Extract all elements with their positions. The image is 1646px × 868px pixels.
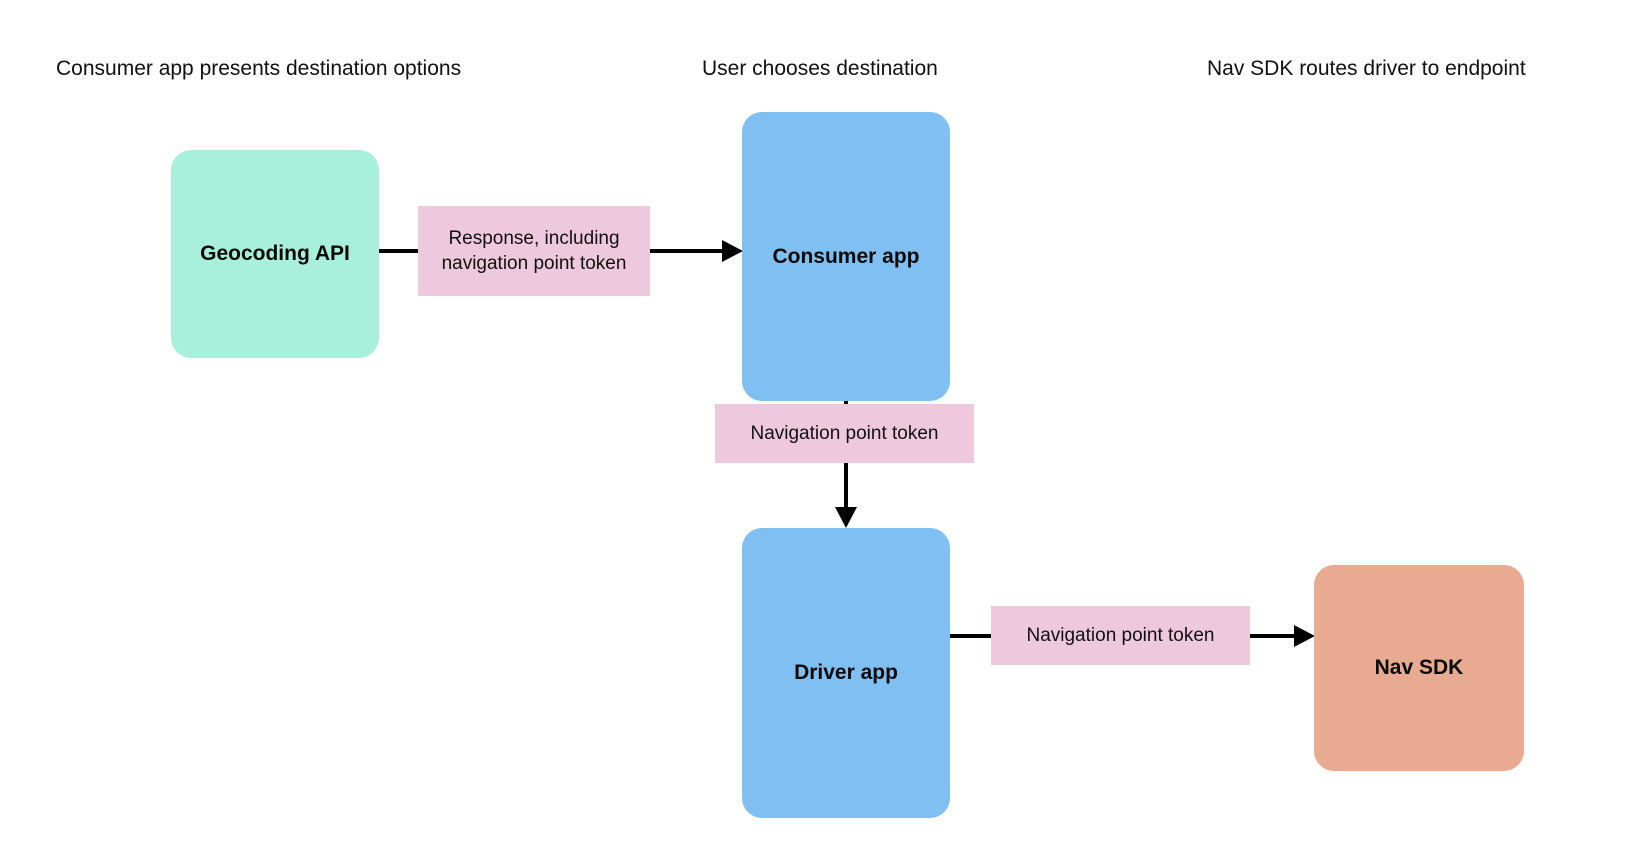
edge-label-consumer-to-driver-text: Navigation point token — [750, 423, 939, 444]
node-consumer-app[interactable]: Consumer app — [742, 112, 950, 401]
edge-label-geocoding-to-consumer: Response, including navigation point tok… — [418, 206, 650, 296]
connector-driver-app-to-label — [950, 634, 992, 638]
node-geocoding-api-label: Geocoding API — [200, 242, 350, 265]
node-nav-sdk-label: Nav SDK — [1374, 656, 1464, 679]
arrowhead-to-driver-app — [835, 507, 857, 528]
connector-geocoding-to-label — [379, 249, 419, 253]
edge-label-driver-to-nav-sdk: Navigation point token — [991, 606, 1250, 665]
node-driver-app-label: Driver app — [794, 661, 898, 684]
column-heading-consumer: Consumer app presents destination option… — [56, 57, 462, 80]
node-consumer-app-label: Consumer app — [772, 244, 920, 268]
edge-label-driver-to-nav-sdk-text: Navigation point token — [1026, 625, 1215, 646]
column-heading-user: User chooses destination — [702, 57, 938, 80]
connector-label-to-nav-sdk — [1250, 634, 1296, 638]
connector-label-to-driver-app — [844, 463, 848, 509]
arrowhead-to-consumer-app — [722, 240, 743, 262]
edge-label-consumer-to-driver: Navigation point token — [715, 404, 974, 463]
connector-label-to-consumer-app — [650, 249, 724, 253]
node-nav-sdk[interactable]: Nav SDK — [1314, 565, 1524, 771]
node-driver-app[interactable]: Driver app — [742, 528, 950, 818]
node-geocoding-api[interactable]: Geocoding API — [171, 150, 379, 358]
arrowhead-to-nav-sdk — [1294, 625, 1315, 647]
edge-label-geocoding-to-consumer-text: Response, including navigation point tok… — [441, 228, 627, 274]
column-heading-nav-sdk: Nav SDK routes driver to endpoint — [1207, 57, 1526, 80]
